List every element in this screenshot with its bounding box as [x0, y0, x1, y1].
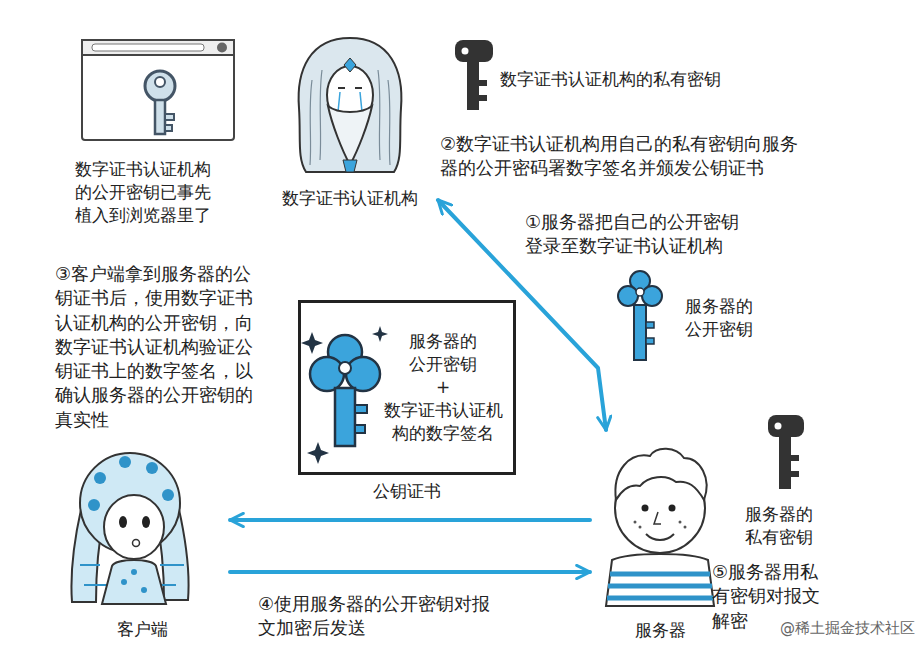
key-shaft [155, 100, 165, 134]
window-frame [82, 40, 234, 140]
eye [642, 505, 649, 512]
key-tooth [479, 80, 487, 86]
forehead-gem [344, 58, 356, 72]
dress [102, 560, 166, 604]
key-tooth [355, 405, 367, 413]
key-hole [462, 48, 469, 55]
key-tooth [355, 425, 365, 433]
eye [142, 516, 150, 528]
sparkle [307, 442, 329, 464]
arrow-connector [230, 518, 590, 522]
robe [343, 160, 357, 172]
ca-figure [299, 38, 402, 172]
certificate-text: 数字证书认证机构的数字签名 [381, 399, 505, 445]
key-hole [775, 423, 782, 430]
certificate-text: + [436, 376, 450, 399]
ca-private-key-icon [455, 40, 493, 110]
key-tooth [791, 455, 799, 461]
figure-node: 客户端 [55, 445, 230, 641]
annotation: ④使用服务器的公开密钥对报文加密后发送 [258, 592, 499, 641]
freckle [679, 521, 682, 524]
key-tooth [646, 338, 654, 344]
ca-public-key-icon [145, 71, 175, 134]
face [104, 495, 164, 559]
certificate-box: 服务器的公开密钥+数字证书认证机构的数字签名公钥证书 [298, 300, 516, 475]
window-bar [82, 40, 234, 55]
hair-dot [162, 489, 174, 501]
eyes [338, 87, 362, 89]
server-figure [606, 449, 714, 606]
annotation: 数字证书认证机构的私有密钥 [500, 68, 721, 91]
annotation: 服务器的私有密钥 [745, 503, 818, 549]
annotation: ③客户端拿到服务器的公钥证书后，使用数字证书认证机构的公开密钥，向数字证书认证机… [55, 262, 258, 432]
dress-dot [141, 587, 147, 593]
key-shaft [634, 305, 646, 360]
browser-window [82, 40, 234, 140]
client-figure [71, 453, 188, 604]
certificate-text: 服务器的公开密钥 [406, 330, 479, 376]
nose [654, 512, 661, 524]
server-private-key-icon [768, 415, 804, 489]
annotation: 数字证书认证机构的公开密钥已事先植入到浏览器里了 [75, 158, 218, 227]
shirt [606, 554, 714, 606]
key-shaft [335, 388, 355, 446]
annotation: ②数字证书认证机构用自己的私有密钥向服务器的公开密码署数字签名并颁发公钥证书 [440, 132, 805, 181]
shirt-stripes [607, 574, 713, 598]
key-head [455, 40, 493, 62]
figure-caption: 服务器 [635, 619, 686, 642]
sparkle [301, 332, 323, 354]
hair-dot [119, 456, 131, 468]
window-button [217, 43, 227, 53]
key-tooth [479, 95, 487, 101]
certificate-heading: 公钥证书 [301, 480, 513, 503]
key-shaft [779, 435, 791, 489]
figure-node: 数字证书认证机构 [262, 30, 438, 210]
watermark: @稀土掘金技术社区 [780, 618, 915, 638]
freckle [634, 521, 637, 524]
figure-caption: 数字证书认证机构 [282, 187, 418, 210]
mouth [133, 540, 140, 547]
eye [119, 516, 127, 528]
hair [615, 449, 706, 500]
figure-caption: 客户端 [117, 618, 168, 641]
freckle [639, 526, 642, 529]
arrow-connector [438, 200, 606, 430]
eye [669, 505, 676, 512]
key-head [768, 415, 804, 437]
freckle [684, 526, 687, 529]
key-lobe [310, 357, 344, 391]
dress-dot [131, 569, 137, 575]
key-hole [155, 77, 165, 87]
hair-dot [146, 462, 158, 474]
key-lobe [618, 286, 638, 306]
figure-node: 服务器 [590, 430, 730, 642]
hair [299, 38, 402, 172]
key-lobe [346, 357, 380, 391]
key-lobe [642, 286, 662, 306]
tears [338, 92, 362, 112]
key-hole [636, 288, 644, 296]
hair-dot [88, 499, 100, 511]
annotation: ①服务器把自己的公开密钥登录至数字证书认证机构 [525, 210, 746, 259]
key-hole [339, 362, 351, 374]
key-head [145, 71, 175, 101]
server-public-key-icon [618, 271, 662, 360]
address-bar [92, 44, 204, 51]
key-tooth [165, 125, 172, 131]
hair-dot [94, 472, 106, 484]
certificate-key-icon [301, 326, 388, 464]
sparkle [372, 326, 388, 342]
key-tooth [646, 322, 654, 328]
arrow-connector [230, 570, 590, 574]
dress-dot [121, 579, 127, 585]
key-tooth [791, 471, 799, 477]
annotation: 服务器的公开密钥 [685, 295, 758, 341]
key-tooth [165, 114, 174, 120]
beard [328, 106, 372, 165]
key-shaft [467, 60, 479, 110]
smile [646, 534, 674, 540]
